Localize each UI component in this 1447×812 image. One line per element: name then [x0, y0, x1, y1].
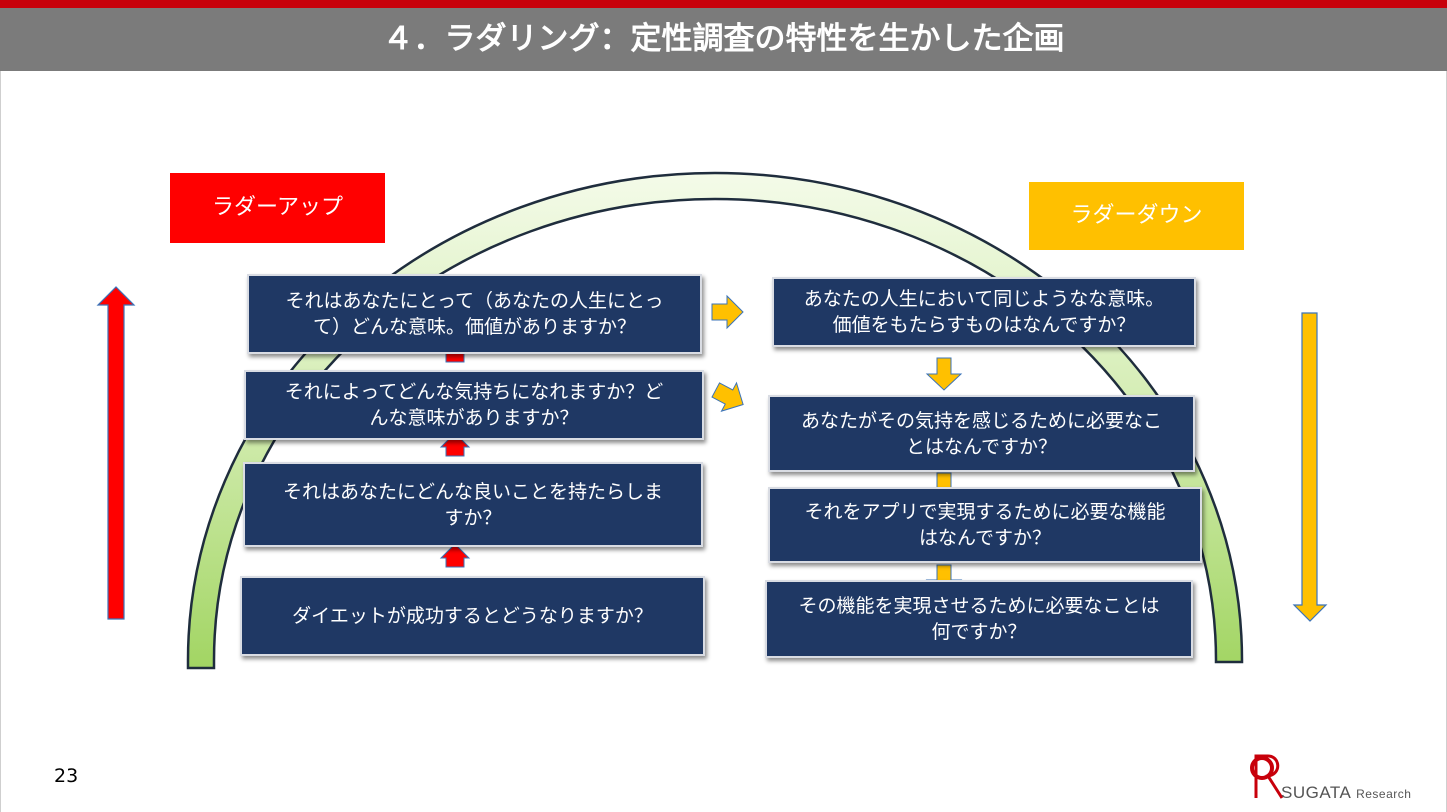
logo-text: SUGATA Research	[1281, 783, 1412, 802]
arch-shape	[186, 171, 1244, 670]
ladder-down-label: ラダーダウン	[1029, 182, 1244, 250]
step-up-arrow-icon	[439, 543, 471, 568]
header-accent-bar	[0, 0, 1447, 8]
ladder-down-box-feature: それをアプリで実現するために必要な機能はなんですか？	[768, 487, 1202, 563]
logo-mark-icon	[1250, 754, 1284, 799]
step-up-arrow-icon	[439, 432, 471, 457]
ladder-up-arrow-icon	[96, 286, 136, 620]
ladder-down-box-requirement: その機能を実現させるために必要なことは何ですか？	[765, 580, 1193, 658]
page-title: ４．ラダリング：定性調査の特性を生かした企画	[0, 8, 1447, 71]
ladder-down-arrow-icon	[1292, 312, 1328, 622]
ladder-up-label: ラダーアップ	[170, 173, 385, 243]
ladder-up-box-start: ダイエットが成功するとどうなりますか？	[240, 576, 705, 656]
page-number: 23	[54, 765, 79, 787]
ladder-up-box-feeling: それによってどんな気持ちになれますか？どんな意味がありますか？	[244, 370, 704, 440]
slide-border-left	[0, 71, 1, 812]
ladder-down-box-value: あなたの人生において同じようなな意味。価値をもたらすものはなんですか？	[772, 277, 1196, 347]
step-down-arrow-icon	[925, 357, 963, 391]
company-logo: SUGATA Research	[1248, 750, 1428, 802]
ladder-up-box-value: それはあなたにとって（あなたの人生にとって）どんな意味。価値がありますか？	[247, 274, 702, 354]
transition-arrow-icon	[711, 294, 744, 330]
transition-arrow-icon	[711, 381, 744, 412]
ladder-up-box-benefit: それはあなたにどんな良いことを持たらしますか？	[243, 462, 703, 547]
ladder-down-box-feeling: あなたがその気持を感じるために必要なことはなんですか？	[768, 395, 1195, 472]
